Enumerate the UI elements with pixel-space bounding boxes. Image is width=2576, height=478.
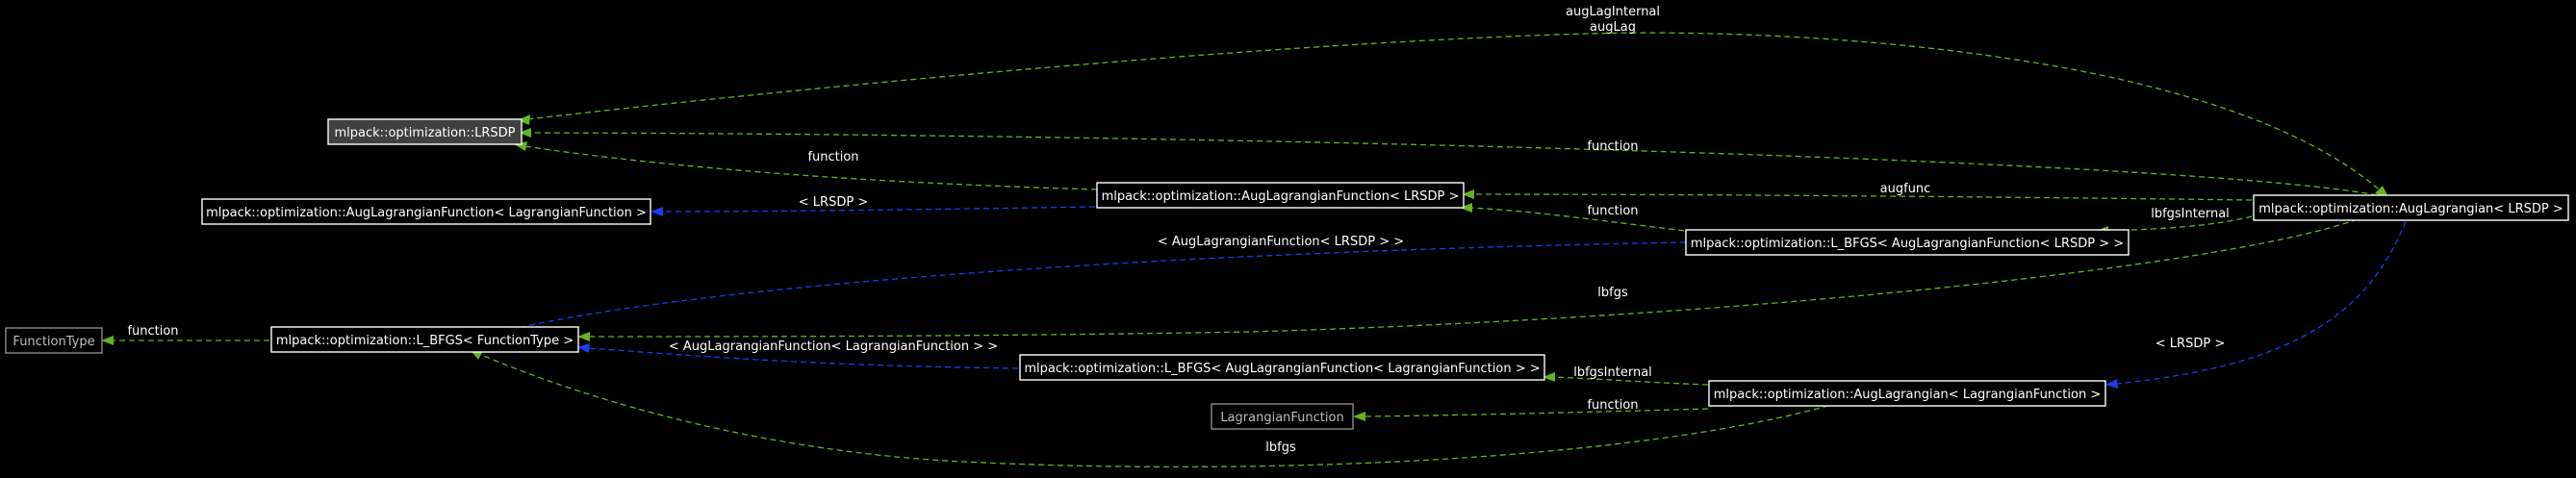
svg-text:mlpack::optimization::L_BFGS<: mlpack::optimization::L_BFGS< FunctionTy… — [276, 334, 574, 348]
edge-lbfgs-internal-bottom — [1543, 372, 1709, 386]
label-function-top: function — [1587, 139, 1638, 154]
node-auglagrangian-lagrangian[interactable]: mlpack::optimization::AugLagrangian< Lag… — [1708, 380, 2106, 407]
svg-text:mlpack::optimization::L_BFGS<: mlpack::optimization::L_BFGS< AugLagrang… — [1024, 362, 1540, 376]
edge-lbfgs-template-bottom — [577, 343, 1019, 369]
edge-augfn-lrsdp-function — [514, 141, 1098, 190]
label-auglag: augLag — [1590, 20, 1636, 35]
edge-augfn-lrsdp-template — [650, 206, 1096, 216]
label-lbfgsinternal-bottom: lbfgsInternal — [1573, 365, 1652, 380]
svg-text:mlpack::optimization::AugLagra: mlpack::optimization::AugLagrangian< LRS… — [2258, 202, 2563, 216]
edge-auglag-function-lrsdp — [519, 128, 2378, 196]
label-auglag-lrsdp-template: < AugLagrangianFunction< LRSDP > > — [1158, 235, 1404, 249]
node-lagrangian-function[interactable]: LagrangianFunction — [1211, 403, 1354, 430]
node-lrsdp[interactable]: mlpack::optimization::LRSDP — [327, 118, 523, 145]
label-function-left: function — [127, 324, 178, 339]
node-augfn-lagrangian[interactable]: mlpack::optimization::AugLagrangianFunct… — [201, 198, 651, 225]
edge-lbfgs-template-top — [496, 241, 1687, 336]
label-auglagrangian-template: < AugLagrangianFunction< LagrangianFunct… — [669, 340, 998, 354]
svg-text:mlpack::optimization::LRSDP: mlpack::optimization::LRSDP — [335, 126, 516, 140]
label-lbfgs-mid: lbfgs — [1597, 286, 1628, 300]
node-lbfgs-augfn-lagrangian[interactable]: mlpack::optimization::L_BFGS< AugLagrang… — [1019, 354, 1545, 381]
svg-text:LagrangianFunction: LagrangianFunction — [1220, 411, 1343, 425]
label-lbfgs-bottom: lbfgs — [1265, 440, 1296, 455]
node-lbfgs-function-type[interactable]: mlpack::optimization::L_BFGS< FunctionTy… — [270, 326, 579, 353]
label-function-bottom: function — [1587, 398, 1638, 413]
svg-text:mlpack::optimization::AugLagra: mlpack::optimization::AugLagrangianFunct… — [206, 206, 647, 220]
edge-auglag-to-lrsdp — [518, 32, 2389, 199]
edge-auglag-template-right — [2105, 220, 2407, 389]
label-lbfgsinternal-top: lbfgsInternal — [2151, 207, 2230, 221]
svg-text:mlpack::optimization::AugLagra: mlpack::optimization::AugLagrangian< Lag… — [1714, 388, 2101, 402]
edge-lbfgs-mid — [577, 218, 2359, 341]
label-function-mid: function — [1587, 204, 1638, 218]
label-function-lrsdp: function — [807, 150, 858, 164]
svg-text:FunctionType: FunctionType — [13, 335, 94, 349]
node-lbfgs-augfn-lrsdp[interactable]: mlpack::optimization::L_BFGS< AugLagrang… — [1685, 229, 2130, 256]
label-auglaginternal: augLagInternal — [1566, 5, 1660, 19]
svg-text:mlpack::optimization::AugLagra: mlpack::optimization::AugLagrangianFunct… — [1102, 189, 1460, 204]
label-lrsdp-template-right: < LRSDP > — [2155, 337, 2225, 351]
node-function-type[interactable]: FunctionType — [5, 327, 103, 354]
node-augfn-lrsdp[interactable]: mlpack::optimization::AugLagrangianFunct… — [1096, 182, 1465, 209]
node-auglagrangian-lrsdp[interactable]: mlpack::optimization::AugLagrangian< LRS… — [2253, 194, 2569, 221]
edge-function-left — [101, 336, 270, 345]
edge-lbfgs-lrsdp-function — [1460, 203, 1695, 233]
edge-function-bottom — [1353, 408, 1709, 421]
edge-augfunc — [1462, 189, 2253, 201]
label-augfunc: augfunc — [1880, 182, 1931, 196]
svg-text:mlpack::optimization::L_BFGS<: mlpack::optimization::L_BFGS< AugLagrang… — [1691, 237, 2124, 251]
label-lrsdp-template: < LRSDP > — [799, 195, 868, 210]
